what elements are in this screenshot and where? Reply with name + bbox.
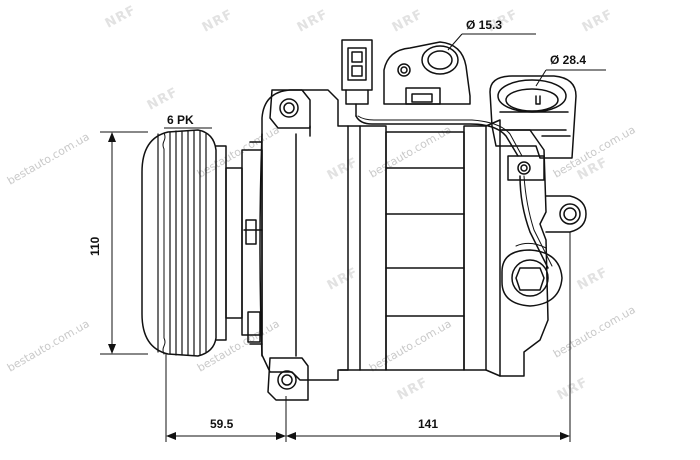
watermark-brand: NRF (575, 265, 611, 294)
large-port (489, 75, 577, 159)
watermark-site: bestauto.com.ua (367, 317, 454, 375)
dimension-pulley-offset: 59.5 (210, 417, 234, 431)
clutch-hub (225, 141, 263, 345)
dimension-pulley-grooves: 6 PK (167, 113, 194, 127)
watermark-site: bestauto.com.ua (195, 317, 282, 375)
electrical-connector (341, 39, 373, 117)
dimension-large-port: Ø 28.4 (550, 53, 586, 67)
pulley (141, 129, 227, 357)
watermark-site: bestauto.com.ua (195, 123, 282, 181)
watermark-layer: NRF NRF NRF NRF NRF NRF NRF NRF NRF NRF … (5, 3, 638, 404)
watermark-brand: NRF (200, 7, 236, 36)
watermark-brand: NRF (555, 375, 591, 404)
leader-lines (164, 33, 606, 129)
watermark-site: bestauto.com.ua (5, 317, 92, 375)
watermark-brand: NRF (295, 7, 331, 36)
watermark-brand: NRF (580, 7, 616, 36)
dimension-body-length: 141 (418, 417, 438, 431)
rear-sensor (501, 242, 563, 307)
watermark-brand: NRF (390, 7, 426, 36)
mount-ear-bottom (267, 357, 309, 401)
dimension-small-port: Ø 15.3 (466, 18, 502, 32)
small-port (383, 41, 471, 105)
watermark-site: bestauto.com.ua (551, 303, 638, 361)
mount-ear-right (545, 195, 587, 233)
cable-clip (507, 155, 545, 181)
watermark-brand: NRF (145, 85, 181, 114)
dimension-height: 110 (88, 236, 102, 256)
mount-ear-top (269, 89, 311, 129)
watermark-brand: NRF (325, 155, 361, 184)
length-dimension (165, 232, 571, 442)
watermark-site: bestauto.com.ua (5, 130, 92, 188)
height-dimension (100, 131, 148, 355)
compressor-body (259, 89, 549, 381)
watermark-brand: NRF (103, 3, 139, 32)
watermark-brand: NRF (395, 375, 431, 404)
watermark-brand: NRF (325, 265, 361, 294)
